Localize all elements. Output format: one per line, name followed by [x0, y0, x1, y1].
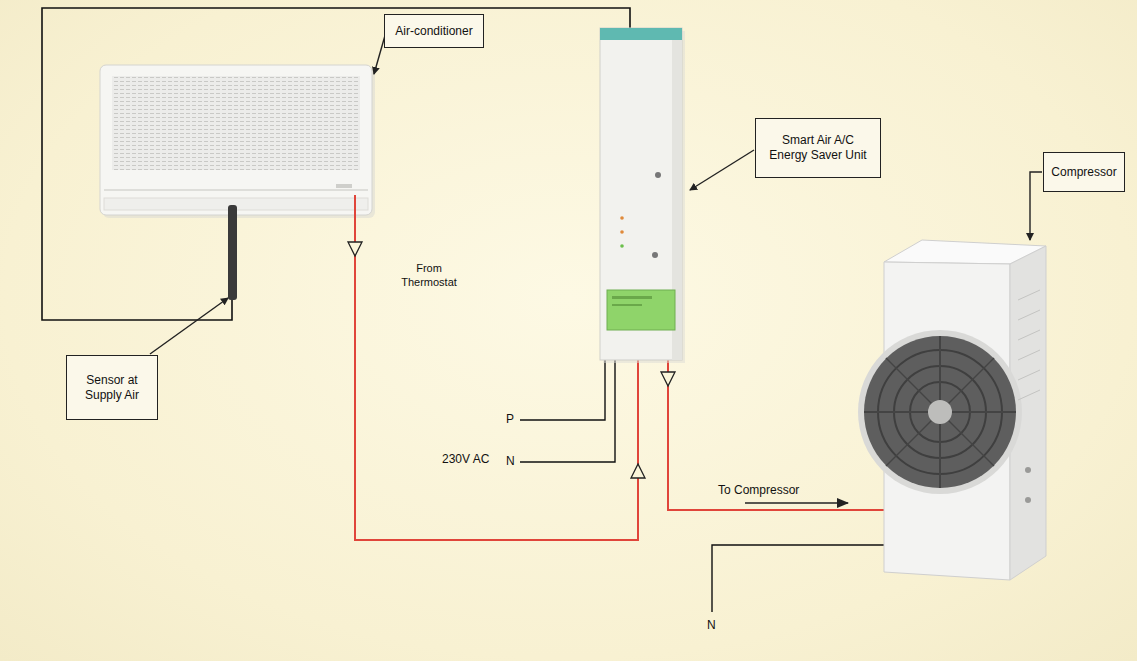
flow-arrow	[348, 242, 362, 256]
callout-text: Sensor at Supply Air	[73, 373, 151, 403]
thermostat-wire	[355, 195, 638, 540]
callout-box: Compressor	[1043, 152, 1125, 192]
leader-line	[150, 298, 228, 354]
supply-label: 230V AC	[442, 452, 489, 467]
compressor-wire	[668, 360, 884, 510]
flow-arrow	[631, 464, 645, 478]
callout-text: Air-conditioner	[395, 24, 472, 39]
neutral-wire	[712, 545, 886, 612]
leader-line	[1030, 172, 1042, 240]
pin-label: N	[506, 454, 515, 469]
callout-box: Smart Air A/C Energy Saver Unit	[755, 118, 881, 178]
direction-arrow	[745, 502, 848, 504]
callout-box: Air-conditioner	[384, 14, 484, 48]
neutral-wire	[520, 360, 615, 462]
callout-box: Sensor at Supply Air	[66, 355, 158, 420]
sensor-probe	[228, 205, 237, 300]
pin-label: N	[707, 618, 716, 633]
flow-arrow	[661, 372, 675, 386]
indoor-unit	[100, 65, 375, 218]
outdoor-unit	[858, 240, 1046, 580]
callout-text: Compressor	[1051, 165, 1116, 180]
leader-line	[690, 150, 754, 190]
wire-label: From Thermostat	[398, 262, 460, 290]
energy-saver-device	[600, 28, 685, 363]
pin-label: P	[506, 412, 514, 427]
phase-wire	[520, 360, 605, 420]
sensor-wire	[42, 8, 630, 320]
callout-text: Smart Air A/C Energy Saver Unit	[762, 133, 874, 163]
wire-label: To Compressor	[718, 483, 799, 498]
